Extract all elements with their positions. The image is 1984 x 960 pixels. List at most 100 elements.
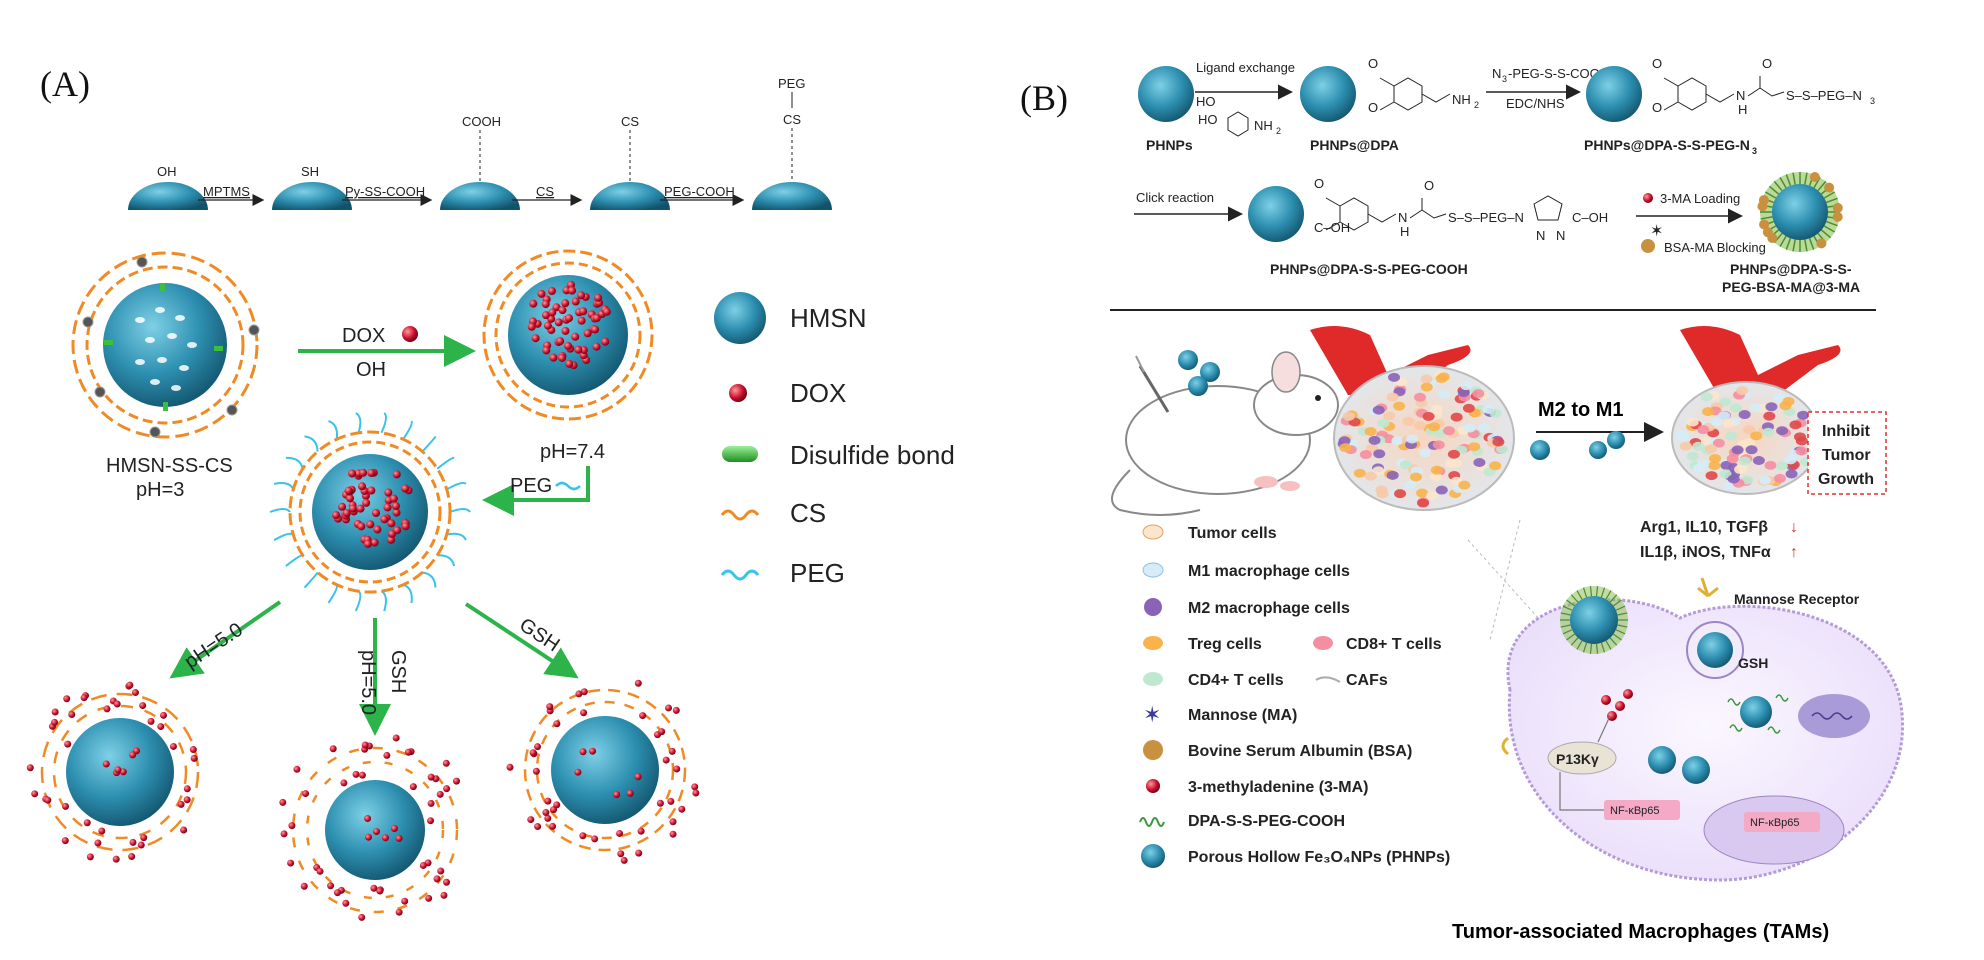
half-sphere-1 (128, 182, 208, 210)
cs-label: CS (621, 114, 639, 129)
released-particle-right (506, 679, 700, 864)
mouse-illustration (1111, 351, 1339, 516)
dox-icon (729, 384, 747, 402)
3ma-icon (1146, 779, 1160, 793)
half-sphere-3 (440, 182, 520, 210)
arrow-peg-cooh: PEG-COOH (664, 184, 735, 199)
o-5: O (1314, 176, 1324, 191)
half-sphere-4 (590, 182, 670, 210)
o-carbonyl-1: O (1762, 56, 1772, 71)
down-arrow-icon: ↓ (1790, 519, 1798, 536)
macrophage-cell: Mannose Receptor GSH P13Kγ NF-κBp65 NF-κ… (1467, 519, 1904, 882)
cd4-cell-icon (1143, 672, 1163, 686)
nh2-1: NH (1254, 118, 1273, 133)
ss-peg-n3: S–S–PEG–N (1786, 88, 1862, 103)
inhibit-line-3: Growth (1818, 471, 1874, 488)
o-2: O (1368, 100, 1378, 115)
synthesis-row-1: Ligand exchange HO HO NH 2 PHNPs O O NH … (1138, 56, 1875, 156)
phnp-sphere-4 (1248, 186, 1304, 242)
name-phnps-dpa-ss-peg-cooh: PHNPs@DPA-S-S-PEG-COOH (1270, 261, 1468, 277)
legend-cs: CS (790, 498, 826, 528)
nh2-2-sub: 2 (1474, 100, 1479, 110)
top-reaction-chain: OH MPTMS SH Py-SS-COOH COOH CS CS PEG-CO… (128, 76, 832, 210)
ligand-exchange-label: Ligand exchange (1196, 60, 1295, 75)
3ma-loading-label: 3-MA Loading (1660, 191, 1740, 206)
synthesis-row-2: Click reaction O C–OH N H O S–S–PEG–N N … (1134, 172, 1860, 295)
receptor-left-icon (1501, 736, 1509, 756)
m1-cell-icon (1142, 562, 1164, 578)
tams-caption: Tumor-associated Macrophages (TAMs) (1452, 921, 1829, 943)
panel-a-label: (A) (40, 64, 90, 104)
legend-bsa: Bovine Serum Albumin (BSA) (1188, 743, 1412, 760)
bsa-icon (1143, 740, 1163, 760)
legend-a: HMSN DOX Disulfide bond CS PEG (714, 292, 955, 588)
tumor-before (1310, 326, 1515, 511)
arrow-py-ss-cooh: Py-SS-COOH (345, 184, 425, 199)
c-oh: C–OH (1572, 210, 1608, 225)
h-3: H (1738, 102, 1747, 117)
click-reaction-label: Click reaction (1136, 190, 1214, 205)
name-final-1: PHNPs@DPA-S-S- (1730, 261, 1852, 277)
legend-hmsn: HMSN (790, 303, 867, 333)
reagent-edc: EDC/NHS (1506, 96, 1565, 111)
nfkb-node-2 (1744, 812, 1820, 832)
label-ph3: pH=3 (136, 479, 184, 501)
h-4: H (1400, 224, 1409, 239)
triazole-n-2: N (1556, 228, 1565, 243)
legend-dox: DOX (790, 378, 846, 408)
3ma-dot-icon (1643, 193, 1653, 203)
half-sphere-2 (272, 182, 352, 210)
legend-cafs: CAFs (1346, 672, 1388, 689)
panel-b: (B) Ligand exchange HO HO NH 2 PHNPs O O… (1020, 56, 1904, 943)
legend-treg: Treg cells (1188, 636, 1262, 653)
legend-b: Tumor cells M1 macrophage cells M2 macro… (1139, 524, 1450, 868)
nfkb-node-1 (1604, 800, 1680, 820)
name-final-2: PEG-BSA-MA@3-MA (1722, 279, 1860, 295)
name-phnps-dpa: PHNPs@DPA (1310, 137, 1399, 153)
n-4: N (1398, 210, 1407, 225)
reagent-n: N (1492, 66, 1501, 81)
legend-peg: PEG (790, 558, 845, 588)
nucleus-oval (1798, 694, 1870, 738)
cs-top-label: CS (783, 112, 801, 127)
ho-1: HO (1196, 94, 1216, 109)
ss-peg-n3-sub: 3 (1870, 96, 1875, 106)
tumor-after (1671, 326, 1841, 495)
nh2-1-sub: 2 (1276, 126, 1281, 136)
half-sphere-5 (752, 182, 832, 210)
legend-cd8: CD8+ T cells (1346, 636, 1442, 653)
legend-m2: M2 macrophage cells (1188, 600, 1350, 617)
particle-hmsn-ss-cs: HMSN-SS-CS pH=3 (71, 251, 260, 501)
m2-to-m1-transition: M2 to M1 (1536, 399, 1664, 459)
peg-arrow: PEG (482, 466, 590, 516)
mannose-receptor-icon (1697, 577, 1719, 598)
n-3: N (1736, 88, 1745, 103)
panel-a: (A) OH MPTMS SH Py-SS-COOH COOH CS CS PE… (26, 64, 955, 921)
inhibit-line-2: Tumor (1822, 447, 1871, 464)
o-1: O (1368, 56, 1378, 71)
legend-mannose: Mannose (MA) (1188, 707, 1297, 724)
peg-arrow-label: PEG (510, 475, 552, 497)
particle-pegylated (269, 412, 471, 612)
cs-wave-icon (720, 509, 760, 521)
released-particle-middle (279, 734, 460, 921)
dox-arrow: DOX OH - (298, 325, 476, 381)
phnp-sphere-1 (1138, 66, 1194, 122)
up-markers: IL1β, iNOS, TNFα (1640, 544, 1771, 561)
oh-arrow-label: OH (356, 359, 386, 381)
release-arrows: pH=5.0 GSH pH=5.0 GSH (169, 600, 579, 736)
caf-icon (1315, 676, 1341, 683)
mannose-star-icon: ✶ (1650, 223, 1663, 240)
name-n3-sub: 3 (1752, 146, 1757, 156)
o-3: O (1652, 56, 1662, 71)
name-phnps: PHNPs (1146, 137, 1193, 153)
bsa-blocking-label: BSA-MA Blocking (1664, 240, 1766, 255)
o-6: C–OH (1314, 220, 1350, 235)
inhibit-line-1: Inhibit (1822, 423, 1871, 440)
nfkb-label-1: NF-κBp65 (1610, 805, 1660, 817)
oh-label: OH (157, 164, 177, 179)
label-hmsn-ss-cs: HMSN-SS-CS (106, 455, 233, 477)
arrow-mptms: MPTMS (203, 184, 250, 199)
o-carbonyl-2: O (1424, 178, 1434, 193)
legend-dpa-peg: DPA-S-S-PEG-COOH (1188, 813, 1345, 830)
